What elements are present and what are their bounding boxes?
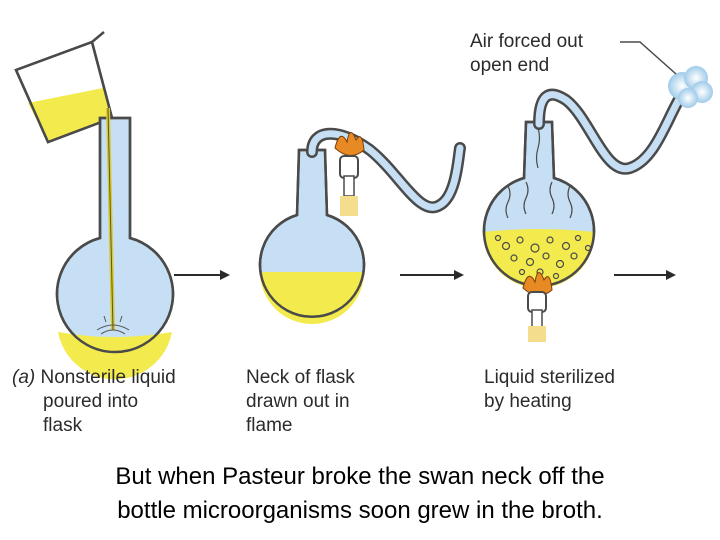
flask-1: [55, 116, 175, 354]
flask-3-group: [482, 41, 713, 342]
splash: [96, 315, 130, 335]
flask-2-group: [258, 127, 466, 324]
beaker: [14, 31, 114, 144]
burner-3: [522, 272, 553, 342]
step-tag: (a): [12, 367, 36, 388]
step-caption-3: Liquid sterilized by heating: [484, 367, 615, 412]
arrow-1: [174, 270, 230, 280]
steam-lines: [505, 127, 573, 219]
arrow-2: [400, 270, 464, 280]
callout-leader: [620, 41, 677, 75]
flask-1-group: [14, 31, 175, 380]
pasteur-experiment-diagram: [14, 31, 713, 380]
burner-2: [334, 132, 365, 216]
bubbles: [494, 234, 592, 280]
step-caption-2: Neck of flask drawn out in flame: [246, 367, 355, 436]
vapor-cloud: [668, 66, 713, 108]
air-forced-out-label: Air forced out open end: [470, 31, 583, 76]
step-caption-1: (a) Nonsterile liquid poured into flask: [12, 367, 176, 436]
arrow-3: [614, 270, 676, 280]
footer-statement: But when Pasteur broke the swan neck off…: [115, 463, 605, 524]
